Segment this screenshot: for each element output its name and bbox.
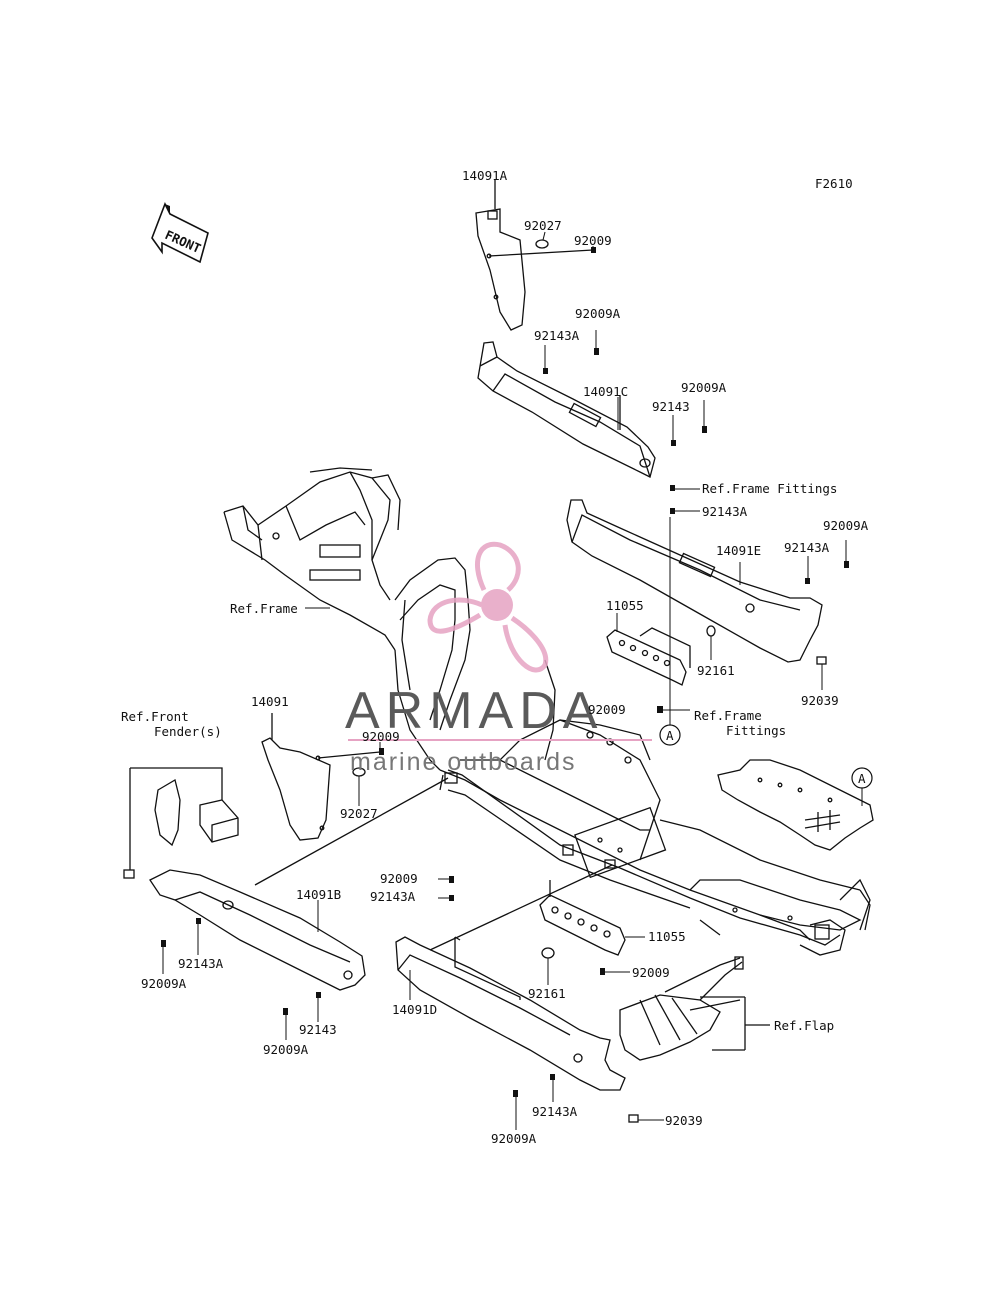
washer-92027-top bbox=[535, 231, 549, 249]
part-14091a-drawing bbox=[475, 180, 594, 331]
label-92009-mid: 92009 bbox=[588, 702, 626, 717]
nut-92143a-5 bbox=[449, 895, 454, 901]
bolt-92009-left bbox=[379, 748, 384, 755]
label-92009a-3: 92009A bbox=[823, 518, 869, 533]
label-92039-low: 92039 bbox=[665, 1113, 703, 1128]
label-92143-2: 92143 bbox=[299, 1022, 337, 1037]
svg-text:A: A bbox=[666, 728, 674, 743]
label-11055-low: 11055 bbox=[648, 929, 686, 944]
bolt-92009-low2 bbox=[600, 968, 605, 975]
label-92039-top: 92039 bbox=[801, 693, 839, 708]
label-92143a-4: 92143A bbox=[178, 956, 224, 971]
label-ref-frame-fittings-2a: Ref.Frame bbox=[694, 708, 762, 723]
label-ref-front-fender-a: Ref.Front bbox=[121, 709, 189, 724]
nut-92143a-1 bbox=[543, 368, 548, 374]
watermark-subtitle: marine outboards bbox=[350, 748, 577, 776]
label-92143a-2: 92143A bbox=[702, 504, 748, 519]
bolt-92009a-1 bbox=[594, 348, 599, 355]
nut-92143-1 bbox=[671, 440, 676, 446]
bolt-92009-mid bbox=[657, 706, 663, 713]
nut-92143a-2 bbox=[670, 508, 675, 514]
bolt-92039-low bbox=[628, 1114, 639, 1123]
main-frame-drawing bbox=[223, 467, 871, 956]
label-14091e: 14091E bbox=[716, 543, 761, 558]
part-labels: 14091A 92027 92009 92009A 92143A 14091C … bbox=[121, 168, 869, 1146]
label-92009-low2: 92009 bbox=[632, 965, 670, 980]
nut-92143a-3 bbox=[805, 578, 810, 584]
label-92009a-2: 92009A bbox=[681, 380, 727, 395]
leader-lines bbox=[162, 246, 847, 1130]
label-92143-1: 92143 bbox=[652, 399, 690, 414]
nut-92143a-4 bbox=[196, 918, 201, 924]
armada-logo-icon bbox=[427, 541, 549, 673]
bolt-92039-top bbox=[816, 656, 827, 665]
callout-a-upper: A bbox=[659, 517, 681, 746]
label-92161-top: 92161 bbox=[697, 663, 735, 678]
label-14091: 14091 bbox=[251, 694, 289, 709]
nut-92143a-6 bbox=[550, 1074, 555, 1080]
label-14091a: 14091A bbox=[462, 168, 508, 183]
part-14091b-drawing bbox=[149, 777, 449, 991]
label-92009a-4: 92009A bbox=[141, 976, 187, 991]
label-92143a-3: 92143A bbox=[784, 540, 830, 555]
bolt-92009a-3 bbox=[844, 561, 849, 568]
part-11055-top-drawing bbox=[606, 627, 691, 686]
label-ref-frame-fittings-2b: Fittings bbox=[726, 723, 786, 738]
label-92009a-1: 92009A bbox=[575, 306, 621, 321]
part-14091-drawing bbox=[261, 713, 381, 841]
label-92027-left: 92027 bbox=[340, 806, 378, 821]
grommet-92161-top bbox=[706, 625, 716, 637]
label-11055-top: 11055 bbox=[606, 598, 644, 613]
bolt-92009a-5 bbox=[283, 1008, 288, 1015]
label-92009a-6: 92009A bbox=[491, 1131, 537, 1146]
label-ref-front-fender-b: Fender(s) bbox=[154, 724, 222, 739]
label-92161-low: 92161 bbox=[528, 986, 566, 1001]
nut-92143-2 bbox=[316, 992, 321, 998]
part-14091d-drawing bbox=[395, 864, 626, 1091]
watermark-title: ARMADA bbox=[345, 682, 603, 740]
bolt-92009a-6 bbox=[513, 1090, 518, 1097]
ref-front-fender-drawing bbox=[129, 767, 239, 873]
label-14091b: 14091B bbox=[296, 887, 341, 902]
ref-frame-fittings-drawing bbox=[717, 759, 874, 851]
label-92027-top: 92027 bbox=[524, 218, 562, 233]
label-ref-frame: Ref.Frame bbox=[230, 601, 298, 616]
fastener-fender bbox=[123, 869, 135, 879]
grommet-92161-low bbox=[541, 947, 555, 959]
label-92143a-6: 92143A bbox=[532, 1104, 578, 1119]
label-92143a-5: 92143A bbox=[370, 889, 416, 904]
label-ref-flap: Ref.Flap bbox=[774, 1018, 834, 1033]
label-14091c: 14091C bbox=[583, 384, 628, 399]
figure-id: F2610 bbox=[815, 176, 853, 191]
label-ref-frame-fittings-1: Ref.Frame Fittings bbox=[702, 481, 837, 496]
part-14091e-drawing bbox=[566, 499, 823, 663]
svg-text:A: A bbox=[858, 771, 866, 786]
bolt-92009-low bbox=[449, 876, 454, 883]
part-14091c-drawing bbox=[477, 341, 656, 478]
label-92009-low: 92009 bbox=[380, 871, 418, 886]
label-92009a-5: 92009A bbox=[263, 1042, 309, 1057]
callout-a-lower: A bbox=[851, 767, 873, 806]
label-92009-left: 92009 bbox=[362, 729, 400, 744]
label-92143a-1: 92143A bbox=[534, 328, 580, 343]
bolt-ref-fittings bbox=[670, 485, 675, 491]
ref-flap-drawing bbox=[619, 956, 770, 1061]
bolt-92009a-2 bbox=[702, 426, 707, 433]
label-14091d: 14091D bbox=[392, 1002, 437, 1017]
label-92009-top: 92009 bbox=[574, 233, 612, 248]
bolt-92009a-4 bbox=[161, 940, 166, 947]
